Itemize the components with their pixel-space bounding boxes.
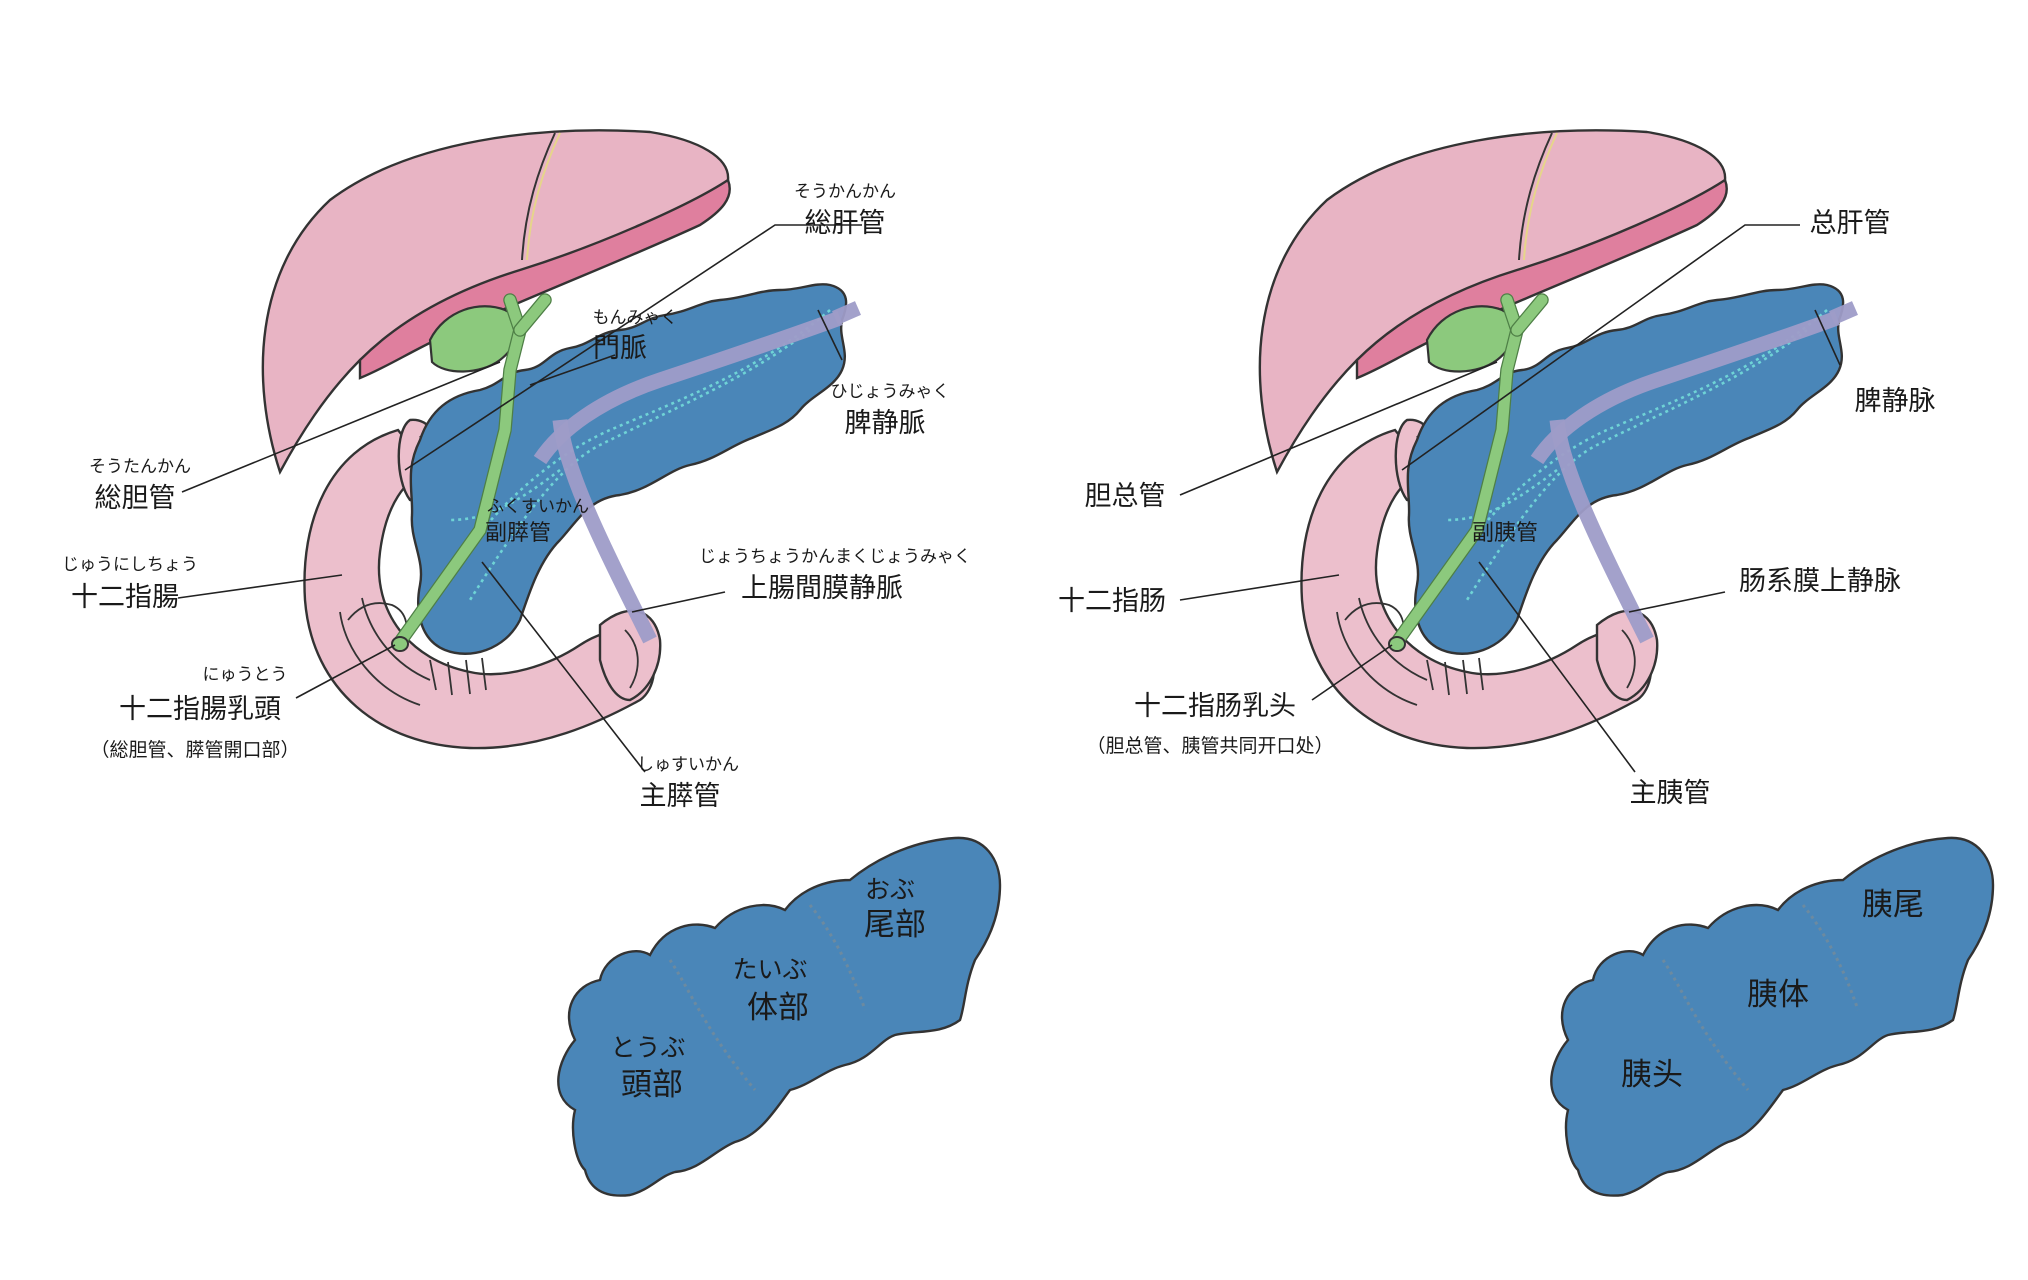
svg-text:そうたんかん: そうたんかん	[89, 457, 191, 477]
svg-text:ふくすいかん: ふくすいかん	[487, 497, 589, 517]
svg-text:総胆管: 総胆管	[95, 483, 176, 514]
svg-text:じょうちょうかんまくじょうみゃく: じょうちょうかんまくじょうみゃく	[699, 547, 971, 567]
label-duodenum-cn: 十二指肠	[1058, 586, 1166, 617]
left-panel: そうかんかん 総肝管 もんみゃく 門脈 ひじょうみゃく 脾静脈 そうたんかん 総…	[62, 130, 1002, 1198]
right-part-head: 胰头	[1621, 1057, 1683, 1093]
svg-text:主膵管: 主膵管	[640, 781, 721, 812]
right-part-body: 胰体	[1747, 977, 1809, 1013]
label-main-duct-cn: 主胰管	[1630, 778, 1711, 809]
label-splenic-vein: ひじょうみゃく 脾静脈	[831, 382, 950, 439]
svg-text:もんみゃく: もんみゃく	[593, 308, 678, 328]
svg-text:頭部: 頭部	[621, 1067, 683, 1103]
label-common-hepatic-duct: そうかんかん 総肝管	[794, 182, 896, 239]
svg-text:副膵管: 副膵管	[485, 521, 551, 546]
svg-text:（総胆管、膵管開口部）: （総胆管、膵管開口部）	[90, 739, 299, 761]
svg-text:とうぶ: とうぶ	[610, 1033, 685, 1062]
svg-text:十二指腸: 十二指腸	[71, 582, 179, 613]
label-common-hepatic-duct-cn: 总肝管	[1810, 208, 1891, 239]
label-common-bile-duct: そうたんかん 総胆管	[89, 457, 191, 514]
label-papilla-note-cn: （胆总管、胰管共同开口处）	[1086, 735, 1333, 757]
label-splenic-vein-cn: 脾静脉	[1855, 386, 1936, 417]
right-part-tail: 胰尾	[1862, 887, 1924, 923]
label-portal-vein: もんみゃく 門脈	[593, 308, 678, 364]
left-part-tail: おぶ 尾部	[864, 875, 926, 943]
right-panel: 总肝管 脾静脉 胆总管 副胰管 十二指肠 肠系膜上静脉 十二指肠乳头 （胆总管、…	[1058, 130, 1995, 1198]
svg-text:上腸間膜静脈: 上腸間膜静脈	[741, 573, 903, 604]
label-accessory-duct-cn: 副胰管	[1472, 521, 1538, 546]
label-main-duct: しゅすいかん 主膵管	[637, 755, 739, 812]
svg-text:にゅうとう: にゅうとう	[203, 665, 288, 685]
svg-text:体部: 体部	[747, 990, 809, 1026]
left-part-body: たいぶ 体部	[732, 955, 809, 1026]
svg-text:そうかんかん: そうかんかん	[794, 182, 896, 202]
svg-text:脾静脈: 脾静脈	[845, 408, 926, 439]
label-duodenum: じゅうにしちょう 十二指腸	[62, 555, 198, 613]
svg-text:たいぶ: たいぶ	[732, 955, 807, 984]
label-papilla-cn: 十二指肠乳头	[1134, 691, 1296, 722]
svg-text:総肝管: 総肝管	[805, 208, 886, 239]
label-smv-cn: 肠系膜上静脉	[1739, 566, 1901, 597]
label-accessory-duct: ふくすいかん 副膵管	[485, 497, 589, 546]
svg-text:おぶ: おぶ	[865, 875, 915, 904]
svg-text:ひじょうみゃく: ひじょうみゃく	[831, 382, 950, 402]
label-smv: じょうちょうかんまくじょうみゃく 上腸間膜静脈	[699, 547, 971, 604]
svg-text:門脈: 門脈	[593, 333, 647, 364]
label-common-bile-duct-cn: 胆总管	[1085, 481, 1166, 512]
svg-text:じゅうにしちょう: じゅうにしちょう	[62, 555, 198, 575]
left-part-head: とうぶ 頭部	[610, 1033, 685, 1103]
svg-text:尾部: 尾部	[864, 907, 926, 943]
svg-text:しゅすいかん: しゅすいかん	[637, 755, 739, 775]
svg-text:十二指腸乳頭: 十二指腸乳頭	[119, 694, 281, 725]
label-papilla: にゅうとう 十二指腸乳頭 （総胆管、膵管開口部）	[90, 665, 299, 761]
